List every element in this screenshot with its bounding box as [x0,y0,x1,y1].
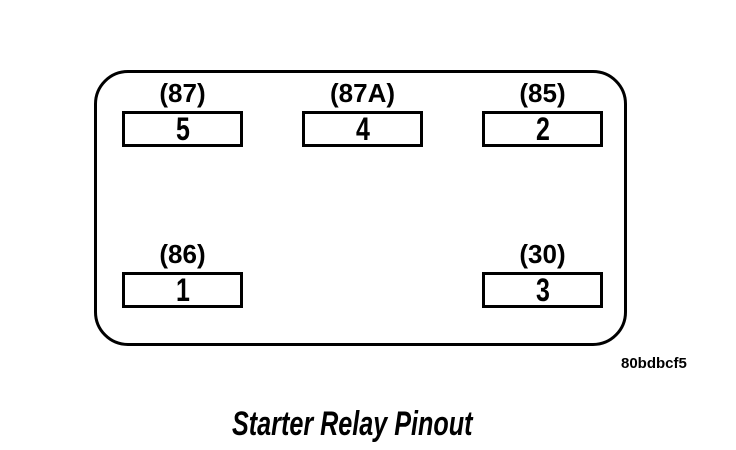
pin-terminal-30: (30) 3 [482,241,603,308]
terminal-85-label: (85) [519,78,566,108]
pin-cavity-number-4: 4 [355,111,370,147]
pin-cavity-box-5: 5 [122,111,243,147]
pin-terminal-87: (87) 5 [122,80,243,147]
pin-cavity-box-2: 2 [482,111,603,147]
pin-terminal-85: (85) 2 [482,80,603,147]
pin-cavity-number-2: 2 [535,111,550,147]
terminal-87-label: (87) [159,78,206,108]
terminal-30-label: (30) [519,239,566,269]
figure-code: 80bdbcf5 [621,355,687,372]
pin-terminal-87a: (87A) 4 [302,80,423,147]
terminal-86-label: (86) [159,239,206,269]
pin-cavity-box-1: 1 [122,272,243,308]
pin-cavity-number-5: 5 [175,111,190,147]
pin-cavity-box-4: 4 [302,111,423,147]
pin-cavity-number-1: 1 [175,272,190,308]
pin-terminal-86: (86) 1 [122,241,243,308]
figure-caption: Starter Relay Pinout [232,405,473,443]
pin-cavity-number-3: 3 [535,272,550,308]
pin-cavity-box-3: 3 [482,272,603,308]
terminal-87a-label: (87A) [329,78,395,108]
